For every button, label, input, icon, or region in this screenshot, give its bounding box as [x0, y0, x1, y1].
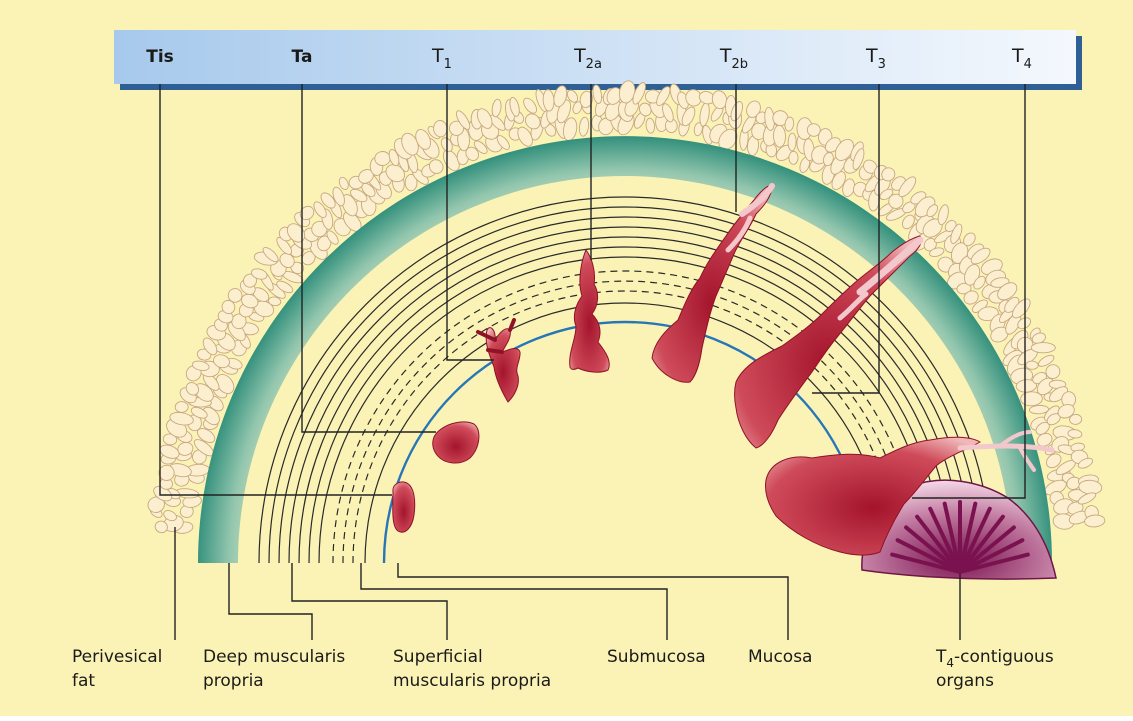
- fat-lobule: [374, 151, 390, 166]
- fat-lobule: [1026, 361, 1039, 370]
- fat-lobule: [1031, 343, 1055, 353]
- tis-tumor: [393, 482, 415, 532]
- stage-label-tis: Tis: [146, 47, 174, 67]
- fat-lobule: [773, 125, 786, 147]
- stage-label-ta: Ta: [292, 47, 313, 67]
- label-submucosa: Submucosa: [607, 647, 706, 667]
- fat-lobule: [175, 401, 188, 412]
- fat-lobule: [788, 133, 797, 151]
- label-mucosa: Mucosa: [748, 647, 812, 667]
- fat-lobule: [789, 151, 798, 164]
